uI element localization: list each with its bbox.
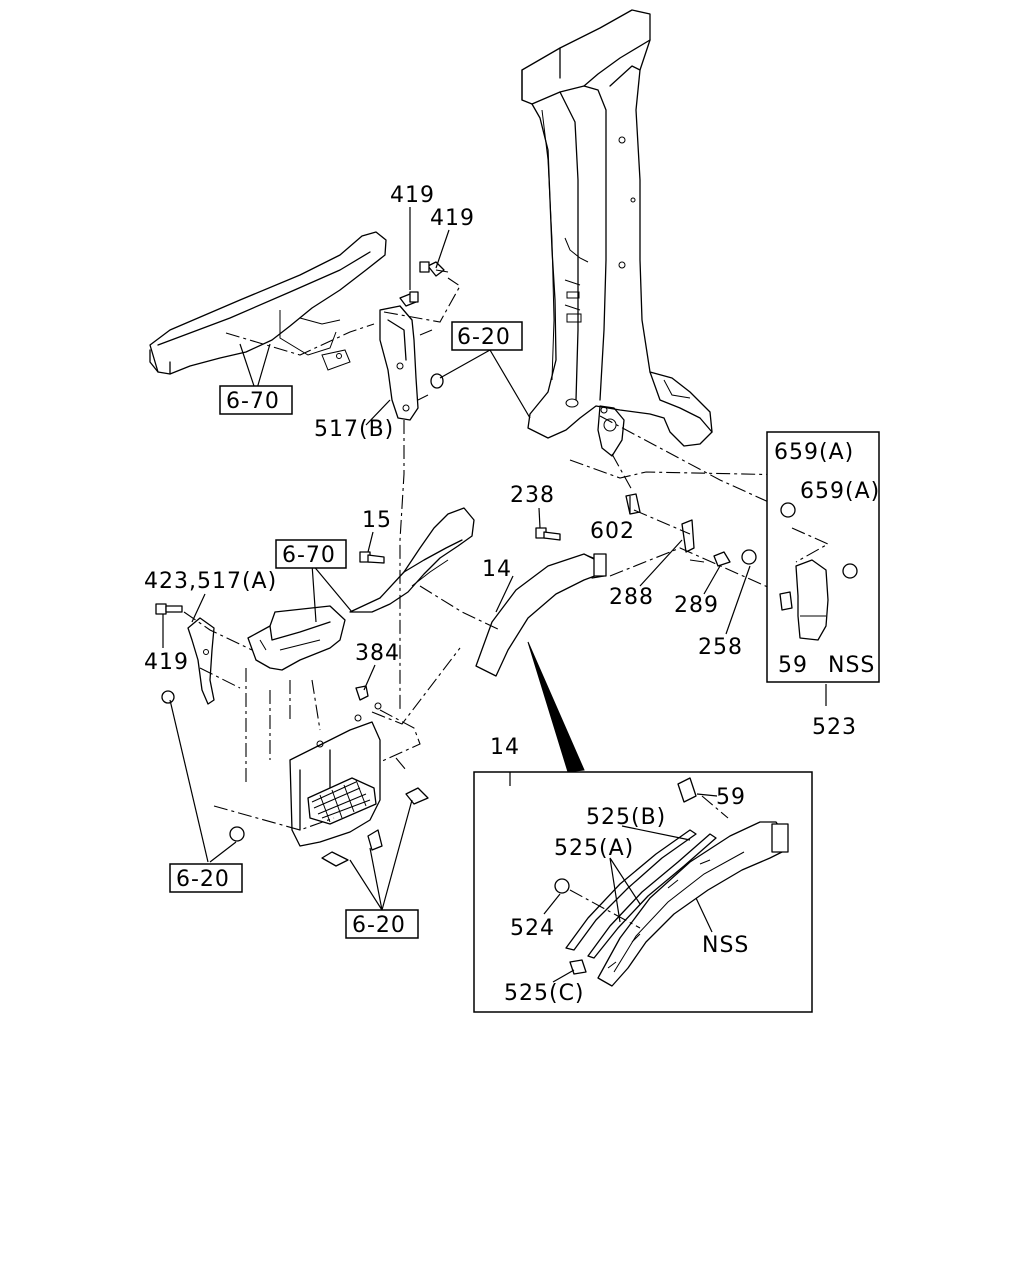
label-659a-2: 659(A) xyxy=(800,479,880,504)
label-524: 524 xyxy=(510,916,555,941)
label-nss-right: NSS xyxy=(828,653,875,678)
bracket-517a xyxy=(187,617,215,705)
step-plate xyxy=(289,702,382,847)
bracket-517b xyxy=(379,305,433,421)
ref-box-6-20-a xyxy=(451,321,523,351)
ref-box-6-70-b xyxy=(275,539,347,569)
label-289: 289 xyxy=(674,593,719,618)
ref-box-6-20-b xyxy=(169,863,243,893)
label-384: 384 xyxy=(355,641,400,666)
bracket-288 xyxy=(681,519,705,563)
label-525b: 525(B) xyxy=(586,805,666,830)
label-nss-detail: NSS xyxy=(702,933,749,958)
detail-pointer xyxy=(527,641,585,773)
trim-14 xyxy=(475,553,607,677)
bolt-289 xyxy=(713,551,731,567)
detail-14-box xyxy=(473,771,813,1013)
label-258: 258 xyxy=(698,635,743,660)
label-ref-6-20-c: 6-20 xyxy=(352,913,406,938)
bolt-step-3 xyxy=(321,851,349,867)
bolt-238 xyxy=(535,527,561,541)
trim-upper-middle xyxy=(349,507,475,613)
label-525a: 525(A) xyxy=(554,836,634,861)
label-59-detail: 59 xyxy=(716,785,746,810)
label-288: 288 xyxy=(609,585,654,610)
bolt-step-2 xyxy=(367,829,383,851)
label-14-main: 14 xyxy=(482,557,512,582)
bolt-step-1 xyxy=(405,787,429,805)
label-517b: 517(B) xyxy=(314,417,394,442)
label-659a-1: 659(A) xyxy=(774,440,854,465)
bolt-419-lower xyxy=(399,291,419,307)
step-bracket-upper xyxy=(247,605,346,671)
label-59-right: 59 xyxy=(778,653,808,678)
clip-602 xyxy=(625,493,641,515)
bolt-15 xyxy=(359,551,385,564)
upper-cross-member xyxy=(149,231,387,375)
bolt-419-upper xyxy=(419,261,449,277)
label-ref-6-70-a: 6-70 xyxy=(226,389,280,414)
label-423-517a: 423,517(A) xyxy=(144,569,277,594)
screw-384 xyxy=(355,685,369,701)
label-419-top: 419 xyxy=(390,183,435,208)
label-419-right: 419 xyxy=(430,206,475,231)
dash-lines xyxy=(183,277,841,831)
label-14-detail: 14 xyxy=(490,735,520,760)
nut-left xyxy=(161,690,175,704)
nut-clip xyxy=(430,373,444,389)
label-523: 523 xyxy=(812,715,857,740)
kit-523-box xyxy=(766,431,880,683)
label-238: 238 xyxy=(510,483,555,508)
ref-box-6-70-a xyxy=(219,385,293,415)
label-15: 15 xyxy=(362,508,392,533)
label-ref-6-70-b: 6-70 xyxy=(282,543,336,568)
label-602: 602 xyxy=(590,519,635,544)
label-ref-6-20-b: 6-20 xyxy=(176,867,230,892)
label-525c: 525(C) xyxy=(504,981,585,1006)
b-pillar-panel xyxy=(521,9,713,457)
bolt-419-left xyxy=(155,603,183,615)
nut-bottom xyxy=(229,826,245,842)
label-419-left: 419 xyxy=(144,650,189,675)
nut-258 xyxy=(741,549,757,565)
label-ref-6-20-a: 6-20 xyxy=(457,325,511,350)
ref-box-6-20-c xyxy=(345,909,419,939)
